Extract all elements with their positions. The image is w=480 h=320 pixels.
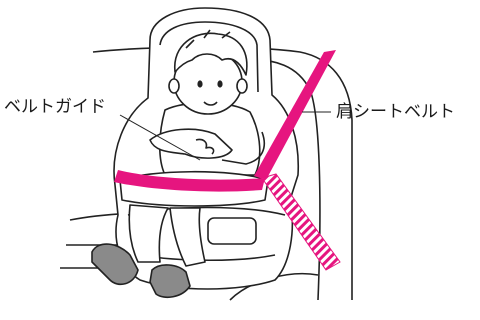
shoulder-belt-label: 肩シートベルト xyxy=(336,102,455,122)
belt-guide-leader-line xyxy=(119,114,201,161)
shoulder-belt xyxy=(254,50,336,180)
shoe-left xyxy=(91,243,139,286)
shoe-right xyxy=(149,264,191,299)
lap-belt xyxy=(114,170,265,192)
belt-guide-label: ベルトガイド xyxy=(4,97,106,117)
belt-behind-seat xyxy=(261,173,341,271)
